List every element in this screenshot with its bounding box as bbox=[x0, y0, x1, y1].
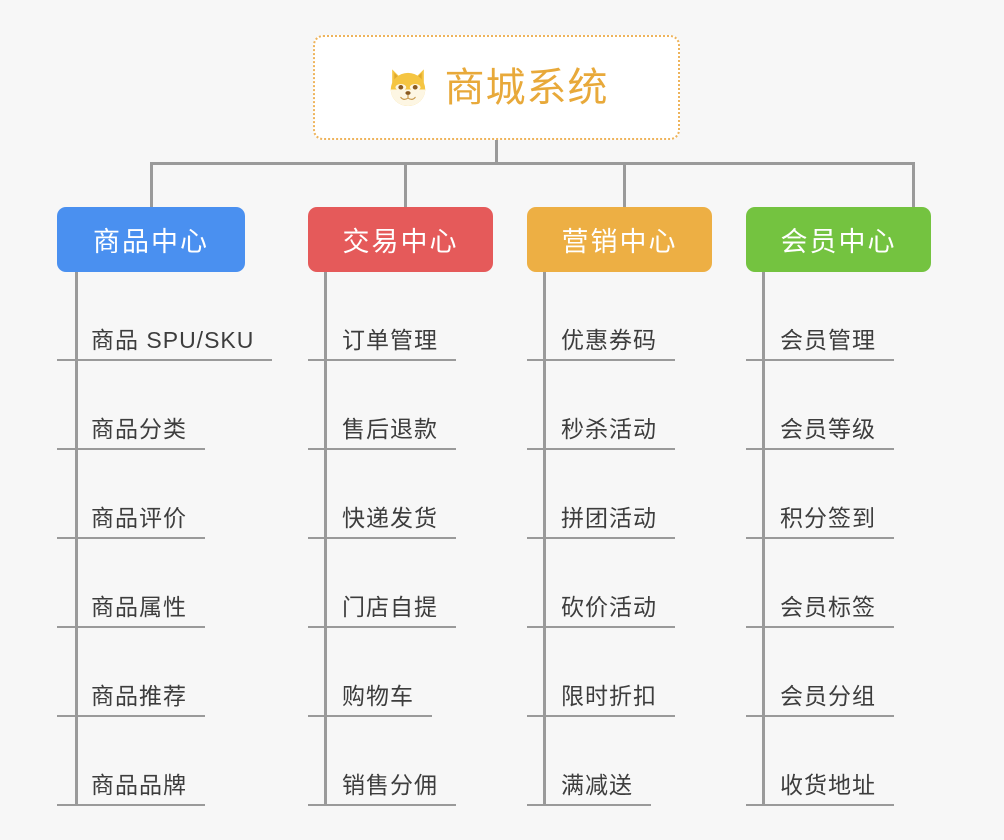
column-product-center: 商品中心 商品 SPU/SKU 商品分类 商品评价 商品属性 商品推荐 商品品牌 bbox=[57, 207, 273, 806]
leaf-item[interactable]: 商品推荐 bbox=[57, 628, 245, 717]
leaf-label: 秒杀活动 bbox=[527, 416, 675, 450]
column-spine bbox=[324, 272, 327, 806]
leaf-label: 购物车 bbox=[308, 683, 432, 717]
leaf-list-marketing-center: 优惠券码 秒杀活动 拼团活动 砍价活动 限时折扣 满减送 bbox=[527, 272, 712, 806]
leaf-item[interactable]: 购物车 bbox=[308, 628, 493, 717]
category-header-marketing-center[interactable]: 营销中心 bbox=[527, 207, 712, 272]
column-marketing-center: 营销中心 优惠券码 秒杀活动 拼团活动 砍价活动 限时折扣 满减送 bbox=[527, 207, 712, 806]
column-spine bbox=[543, 272, 546, 806]
leaf-label: 门店自提 bbox=[308, 594, 456, 628]
shiba-dog-face-icon bbox=[390, 68, 425, 106]
leaf-label: 砍价活动 bbox=[527, 594, 675, 628]
leaf-item[interactable]: 商品属性 bbox=[57, 539, 245, 628]
category-header-trade-center[interactable]: 交易中心 bbox=[308, 207, 493, 272]
category-header-label: 营销中心 bbox=[561, 227, 678, 257]
leaf-item[interactable]: 商品评价 bbox=[57, 450, 245, 539]
leaf-item[interactable]: 限时折扣 bbox=[527, 628, 712, 717]
leaf-item[interactable]: 门店自提 bbox=[308, 539, 493, 628]
leaf-item[interactable]: 优惠券码 bbox=[527, 272, 712, 361]
leaf-item[interactable]: 会员分组 bbox=[746, 628, 931, 717]
leaf-label: 商品属性 bbox=[57, 594, 205, 628]
leaf-item[interactable]: 积分签到 bbox=[746, 450, 931, 539]
leaf-list-product-center: 商品 SPU/SKU 商品分类 商品评价 商品属性 商品推荐 商品品牌 bbox=[57, 272, 273, 806]
leaf-area-product-center: 商品 SPU/SKU 商品分类 商品评价 商品属性 商品推荐 商品品牌 bbox=[57, 272, 273, 806]
leaf-item[interactable]: 满减送 bbox=[527, 717, 712, 806]
category-header-label: 会员中心 bbox=[780, 227, 897, 257]
leaf-item[interactable]: 商品品牌 bbox=[57, 717, 245, 806]
leaf-label: 销售分佣 bbox=[308, 772, 456, 806]
category-header-product-center[interactable]: 商品中心 bbox=[57, 207, 245, 272]
leaf-label: 售后退款 bbox=[308, 416, 456, 450]
leaf-label: 订单管理 bbox=[308, 327, 456, 361]
category-header-label: 交易中心 bbox=[342, 227, 459, 257]
leaf-item[interactable]: 会员标签 bbox=[746, 539, 931, 628]
column-spine bbox=[762, 272, 765, 806]
leaf-label: 商品品牌 bbox=[57, 772, 205, 806]
leaf-label: 快递发货 bbox=[308, 505, 456, 539]
leaf-item[interactable]: 会员等级 bbox=[746, 361, 931, 450]
leaf-label: 收货地址 bbox=[746, 772, 894, 806]
leaf-label: 商品推荐 bbox=[57, 683, 205, 717]
column-spine bbox=[75, 272, 78, 806]
leaf-item[interactable]: 售后退款 bbox=[308, 361, 493, 450]
connector-drop-3 bbox=[912, 162, 915, 208]
connector-root-stem bbox=[495, 140, 498, 165]
leaf-item[interactable]: 销售分佣 bbox=[308, 717, 493, 806]
leaf-item[interactable]: 砍价活动 bbox=[527, 539, 712, 628]
root-node-shop-system[interactable]: 商城系统 bbox=[313, 35, 680, 140]
leaf-item[interactable]: 商品分类 bbox=[57, 361, 245, 450]
leaf-label: 积分签到 bbox=[746, 505, 894, 539]
leaf-item[interactable]: 会员管理 bbox=[746, 272, 931, 361]
leaf-label: 商品 SPU/SKU bbox=[57, 327, 273, 361]
leaf-label: 商品分类 bbox=[57, 416, 205, 450]
root-title: 商城系统 bbox=[444, 65, 609, 110]
leaf-label: 会员管理 bbox=[746, 327, 894, 361]
leaf-area-marketing-center: 优惠券码 秒杀活动 拼团活动 砍价活动 限时折扣 满减送 bbox=[527, 272, 712, 806]
leaf-list-member-center: 会员管理 会员等级 积分签到 会员标签 会员分组 收货地址 bbox=[746, 272, 931, 806]
connector-drop-0 bbox=[150, 162, 153, 208]
leaf-item[interactable]: 订单管理 bbox=[308, 272, 493, 361]
category-header-label: 商品中心 bbox=[93, 227, 209, 257]
leaf-list-trade-center: 订单管理 售后退款 快递发货 门店自提 购物车 销售分佣 bbox=[308, 272, 493, 806]
leaf-label: 优惠券码 bbox=[527, 327, 675, 361]
leaf-label: 会员等级 bbox=[746, 416, 894, 450]
leaf-label: 会员分组 bbox=[746, 683, 894, 717]
leaf-label: 商品评价 bbox=[57, 505, 205, 539]
leaf-item[interactable]: 快递发货 bbox=[308, 450, 493, 539]
category-header-member-center[interactable]: 会员中心 bbox=[746, 207, 931, 272]
leaf-area-trade-center: 订单管理 售后退款 快递发货 门店自提 购物车 销售分佣 bbox=[308, 272, 493, 806]
connector-horizontal-bus bbox=[150, 162, 915, 165]
leaf-label: 满减送 bbox=[527, 772, 651, 806]
column-member-center: 会员中心 会员管理 会员等级 积分签到 会员标签 会员分组 收货地址 bbox=[746, 207, 931, 806]
leaf-item[interactable]: 拼团活动 bbox=[527, 450, 712, 539]
leaf-label: 会员标签 bbox=[746, 594, 894, 628]
leaf-label: 拼团活动 bbox=[527, 505, 675, 539]
connector-drop-2 bbox=[623, 162, 626, 208]
leaf-label: 限时折扣 bbox=[527, 683, 675, 717]
connector-drop-1 bbox=[404, 162, 407, 208]
leaf-item[interactable]: 收货地址 bbox=[746, 717, 931, 806]
leaf-item[interactable]: 秒杀活动 bbox=[527, 361, 712, 450]
column-trade-center: 交易中心 订单管理 售后退款 快递发货 门店自提 购物车 销售分佣 bbox=[308, 207, 493, 806]
leaf-item[interactable]: 商品 SPU/SKU bbox=[57, 272, 273, 361]
leaf-area-member-center: 会员管理 会员等级 积分签到 会员标签 会员分组 收货地址 bbox=[746, 272, 931, 806]
